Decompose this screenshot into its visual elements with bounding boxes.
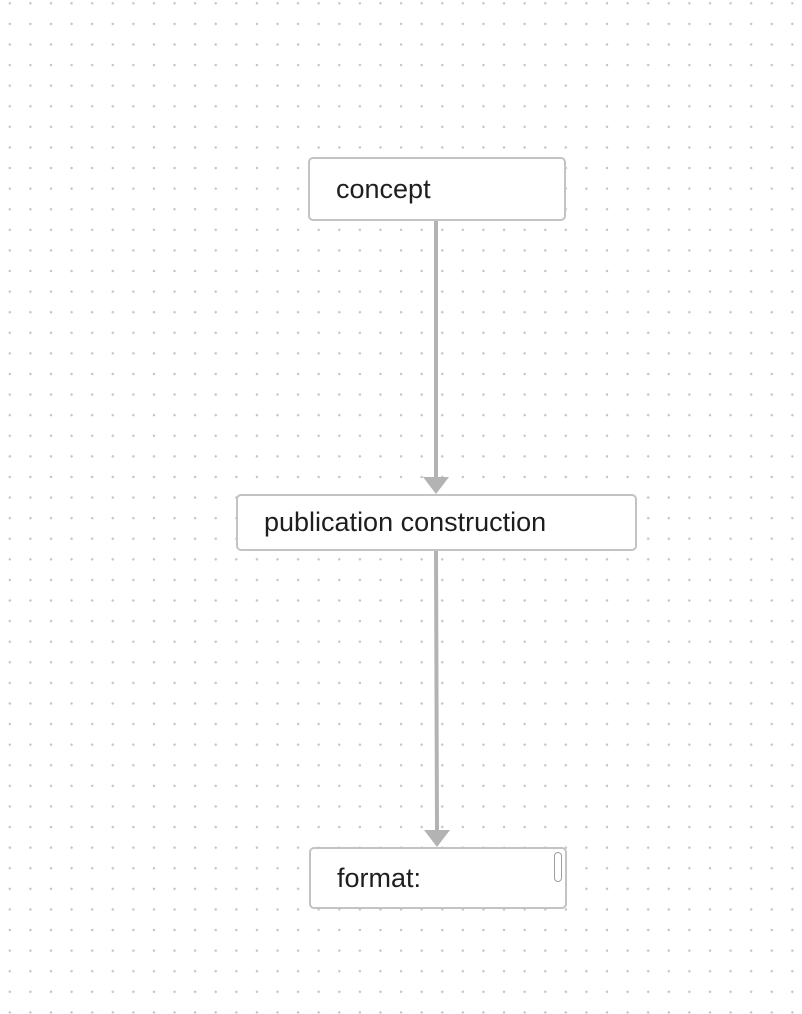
node-concept-label: concept (336, 173, 431, 204)
node-format-scrollbar-thumb[interactable] (554, 852, 562, 882)
node-publication-construction-label: publication construction (264, 507, 547, 537)
node-format[interactable]: format: (309, 847, 567, 909)
arrowhead-publication-construction-to-format (424, 830, 450, 847)
arrowhead-concept-to-publication-construction (423, 477, 449, 494)
edge-publication-construction-to-format (434, 550, 439, 831)
node-format-label: format: (337, 862, 422, 893)
node-format-scrollbar[interactable] (554, 852, 562, 904)
node-concept[interactable]: concept (308, 157, 566, 221)
node-publication-construction[interactable]: publication construction (236, 494, 637, 551)
